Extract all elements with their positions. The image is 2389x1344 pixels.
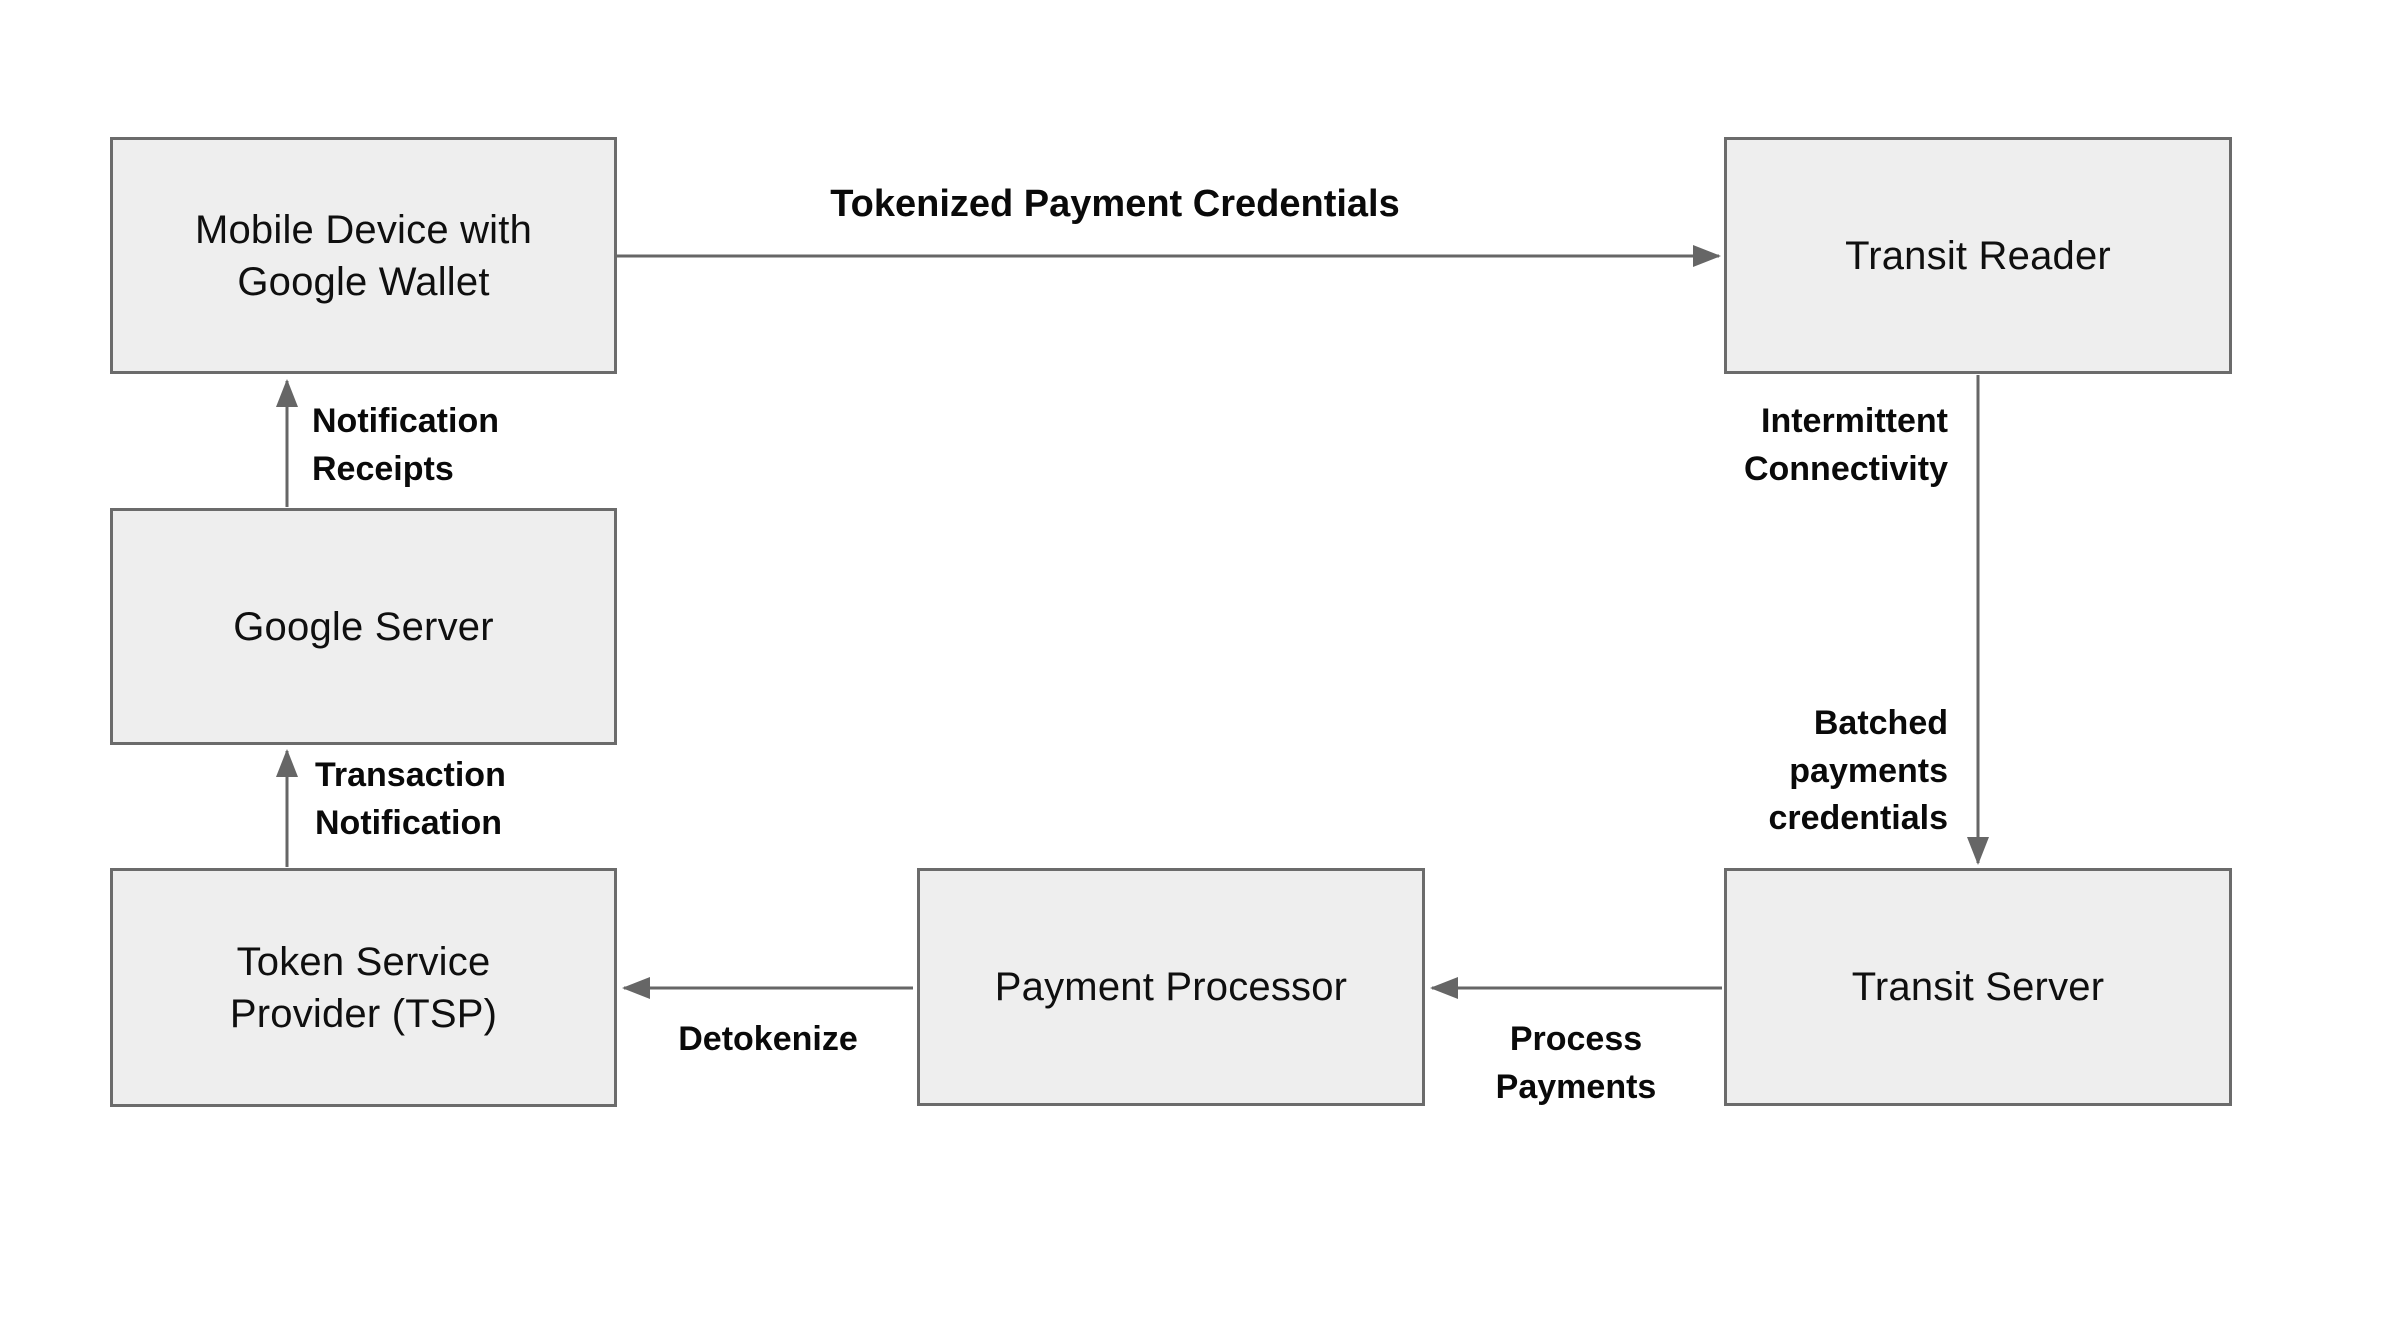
node-transit-server-label: Transit Server	[1851, 965, 2105, 1009]
edge-label-transaction-notification: Transaction Notification	[315, 756, 506, 842]
node-transit-reader: Transit Reader	[1724, 137, 2232, 374]
node-transit-server: Transit Server	[1724, 868, 2232, 1106]
node-payment-processor-label: Payment Processor	[994, 965, 1348, 1009]
node-token-service-provider: Token Service Provider (TSP)	[110, 868, 617, 1107]
edge-label-batched-payments-credentials: Batched payments credentials	[1768, 704, 1948, 838]
edge-label-detokenize: Detokenize	[678, 1020, 858, 1058]
edge-label-process-payments: Process Payments	[1495, 1020, 1657, 1106]
edge-label-tokenized-payment-credentials: Tokenized Payment Credentials	[830, 183, 1400, 225]
node-google-server-label: Google Server	[233, 604, 494, 649]
node-token-service-provider-label: Token Service Provider (TSP)	[229, 939, 498, 1036]
edge-label-notification-receipts: Notification Receipts	[312, 402, 499, 488]
node-mobile-device-google-wallet-label: Mobile Device with Google Wallet	[194, 207, 533, 304]
node-mobile-device-google-wallet: Mobile Device with Google Wallet	[110, 137, 617, 374]
node-payment-processor: Payment Processor	[917, 868, 1425, 1106]
edge-label-intermittent-connectivity: Intermittent Connectivity	[1743, 402, 1948, 488]
node-transit-reader-label: Transit Reader	[1845, 233, 2111, 278]
node-google-server: Google Server	[110, 508, 617, 745]
